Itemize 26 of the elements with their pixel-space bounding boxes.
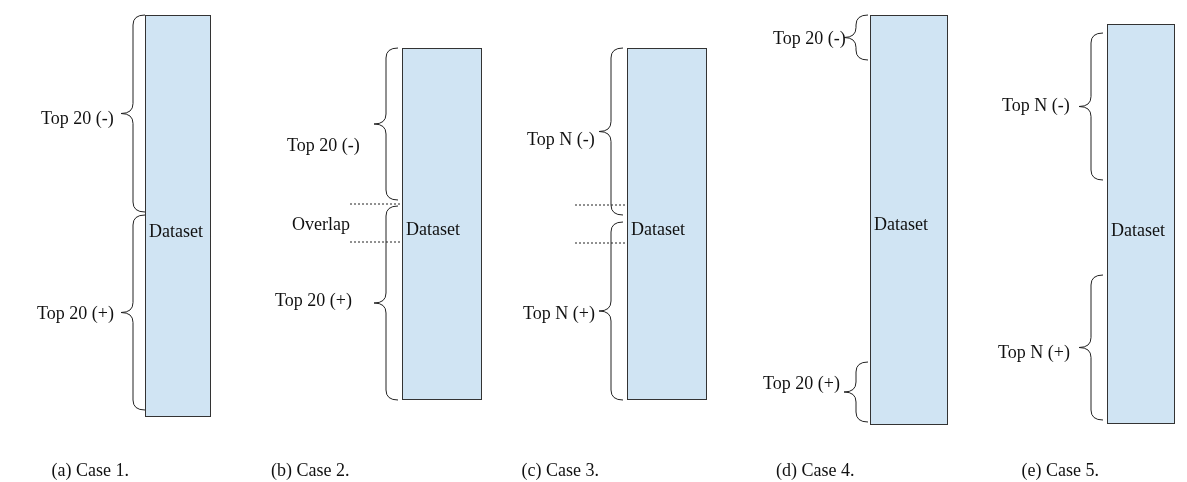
bar-label: Dataset [1111,220,1165,241]
bar-label: Dataset [874,214,928,235]
panel-caption: (d) Case 4. [776,460,855,480]
range-label: Top 20 (+) [763,373,840,393]
bar-label: Dataset [631,219,685,240]
range-label: Top 20 (+) [37,303,114,323]
dataset-bar [1107,24,1175,424]
panel-caption: (c) Case 3. [521,460,599,480]
range-label: Overlap [292,214,350,234]
dataset-bar [627,48,707,400]
range-label: Top N (+) [523,303,595,323]
panel-caption: (e) Case 5. [1021,460,1099,480]
dataset-bar [145,15,211,417]
range-label: Top 20 (+) [275,290,352,310]
range-label: Top 20 (-) [41,108,114,128]
range-label: Top N (+) [998,342,1070,362]
bar-label: Dataset [406,219,460,240]
range-label: Top 20 (-) [287,135,360,155]
panel-caption: (b) Case 2. [271,460,350,480]
range-label: Top N (-) [527,129,595,149]
dataset-bar [402,48,482,400]
range-label: Top N (-) [1002,95,1070,115]
range-label: Top 20 (-) [773,28,846,48]
dataset-bar [870,15,948,425]
bar-label: Dataset [149,221,203,242]
panel-caption: (a) Case 1. [51,460,129,480]
